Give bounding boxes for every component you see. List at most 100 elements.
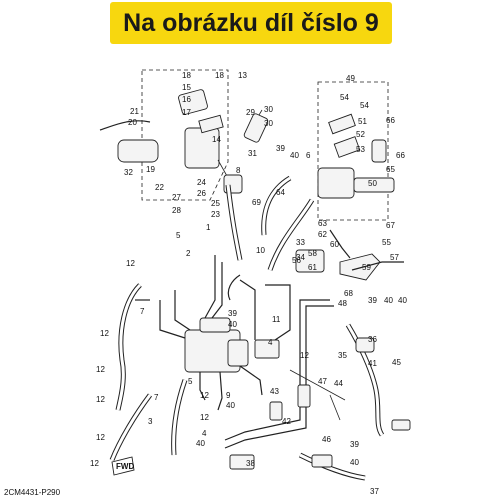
- callout-12: 12: [100, 329, 109, 338]
- callout-18: 18: [182, 71, 191, 80]
- callout-15: 15: [182, 83, 191, 92]
- master-cylinder-group-box: [141, 69, 229, 201]
- callout-40: 40: [350, 458, 359, 467]
- callout-66: 66: [396, 151, 405, 160]
- callout-6: 6: [306, 151, 311, 160]
- callout-34: 34: [296, 253, 305, 262]
- callout-27: 27: [172, 193, 181, 202]
- callout-50: 50: [368, 179, 377, 188]
- callout-17: 17: [182, 108, 191, 117]
- callout-62: 62: [318, 230, 327, 239]
- title-banner: Na obrázku díl číslo 9: [110, 2, 392, 44]
- callout-48: 48: [338, 299, 347, 308]
- callout-2: 2: [186, 249, 191, 258]
- callout-32: 32: [124, 168, 133, 177]
- callout-1: 1: [206, 223, 211, 232]
- callout-42: 42: [282, 417, 291, 426]
- callout-53: 53: [356, 145, 365, 154]
- callout-25: 25: [211, 199, 220, 208]
- callout-54: 54: [340, 93, 349, 102]
- callout-12: 12: [96, 395, 105, 404]
- callout-40: 40: [384, 296, 393, 305]
- callout-40: 40: [290, 151, 299, 160]
- rear-brake-pipe: [224, 299, 330, 441]
- diagram-code: 2CM4431-P290: [4, 488, 61, 497]
- callout-18: 18: [215, 71, 224, 80]
- callout-26: 26: [197, 189, 206, 198]
- callout-67: 67: [386, 221, 395, 230]
- callout-39: 39: [276, 144, 285, 153]
- callout-40: 40: [228, 320, 237, 329]
- callout-69: 69: [252, 198, 261, 207]
- callout-10: 10: [256, 246, 265, 255]
- callout-16: 16: [182, 95, 191, 104]
- callout-30: 30: [264, 119, 273, 128]
- callout-43: 43: [270, 387, 279, 396]
- callout-4: 4: [202, 429, 207, 438]
- callout-59: 59: [362, 263, 371, 272]
- callout-31: 31: [248, 149, 257, 158]
- callout-60: 60: [330, 240, 339, 249]
- callout-3: 3: [148, 417, 153, 426]
- callout-8: 8: [236, 166, 241, 175]
- callout-65: 65: [386, 165, 395, 174]
- hydraulic-unit: [184, 317, 280, 373]
- callout-12: 12: [200, 413, 209, 422]
- callout-22: 22: [155, 183, 164, 192]
- callout-68: 68: [344, 289, 353, 298]
- callout-14: 14: [212, 135, 221, 144]
- callout-24: 24: [197, 178, 206, 187]
- callout-7: 7: [140, 307, 145, 316]
- callout-40: 40: [196, 439, 205, 448]
- banner-text: Na obrázku díl číslo 9: [123, 9, 379, 37]
- callout-12: 12: [90, 459, 99, 468]
- callout-66: 66: [386, 116, 395, 125]
- callout-57: 57: [390, 253, 399, 262]
- callout-23: 23: [211, 210, 220, 219]
- callout-9: 9: [226, 391, 231, 400]
- callout-35: 35: [338, 351, 347, 360]
- front-brake-lever-assembly: [99, 89, 269, 194]
- callout-63: 63: [318, 219, 327, 228]
- callout-19: 19: [146, 165, 155, 174]
- fwd-arrow-icon: FWD: [111, 456, 135, 476]
- callout-5: 5: [176, 231, 181, 240]
- callout-37: 37: [370, 487, 379, 496]
- callout-21: 21: [130, 107, 139, 116]
- callout-56: 56: [292, 256, 301, 265]
- callout-40: 40: [398, 296, 407, 305]
- callout-13: 13: [238, 71, 247, 80]
- callout-46: 46: [322, 435, 331, 444]
- callout-12: 12: [96, 365, 105, 374]
- callout-36: 36: [368, 335, 377, 344]
- callout-30: 30: [264, 105, 273, 114]
- callout-51: 51: [358, 117, 367, 126]
- callout-20: 20: [128, 118, 137, 127]
- callout-38: 38: [246, 459, 255, 468]
- callout-55: 55: [382, 238, 391, 247]
- callouts: 18 18 13 15 16 17 21 20 14 32 19 22 27 2…: [90, 71, 407, 496]
- callout-12: 12: [96, 433, 105, 442]
- callout-4: 4: [268, 338, 273, 347]
- callout-52: 52: [356, 130, 365, 139]
- callout-28: 28: [172, 206, 181, 215]
- callout-49: 49: [346, 74, 355, 83]
- callout-54: 54: [360, 101, 369, 110]
- callout-29: 29: [246, 108, 255, 117]
- callout-39: 39: [368, 296, 377, 305]
- callout-11: 11: [272, 315, 281, 324]
- callout-40: 40: [226, 401, 235, 410]
- callout-12: 12: [200, 391, 209, 400]
- rear-master-cylinder-assembly: [295, 113, 404, 281]
- callout-45: 45: [392, 358, 401, 367]
- callout-39: 39: [228, 309, 237, 318]
- brake-pipe-a: [159, 300, 186, 339]
- callout-47: 47: [318, 377, 327, 386]
- callout-5: 5: [188, 377, 193, 386]
- callout-41: 41: [368, 359, 377, 368]
- fwd-label: FWD: [116, 462, 134, 471]
- callout-61: 61: [308, 263, 317, 272]
- callout-39: 39: [350, 440, 359, 449]
- callout-12: 12: [126, 259, 135, 268]
